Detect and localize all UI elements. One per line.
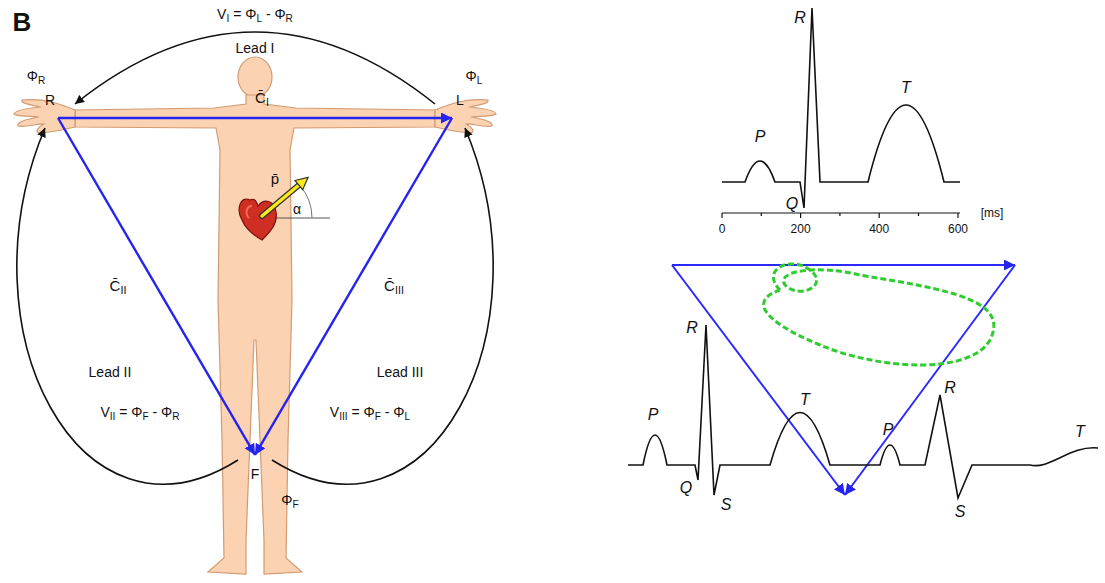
axis-tick-mark: [957, 213, 958, 218]
wave-label: P: [648, 407, 659, 423]
ecg-waveform: [722, 8, 960, 208]
electrode-label: F: [251, 467, 260, 481]
potential-label: ΦL: [466, 69, 483, 83]
wave-label: Q: [786, 196, 798, 212]
angle-arc: [300, 186, 312, 218]
axis-tick-mark: [800, 213, 801, 218]
ecg-waveform: [628, 325, 870, 495]
ecg-trace: [628, 325, 1098, 498]
lead-vector: [255, 118, 452, 455]
ecg-trace: [722, 8, 960, 208]
wave-label: R: [794, 10, 806, 26]
wave-label: P: [883, 422, 894, 438]
lead-arc: [75, 32, 435, 104]
lead-name: Lead III: [377, 365, 424, 379]
axis-tick: 0: [719, 223, 726, 235]
angle-label: α: [293, 202, 301, 216]
vector-label: C̄II: [110, 278, 127, 293]
wave-label: T: [1075, 424, 1085, 440]
lead-name: Lead I: [236, 41, 275, 55]
electrode-label: R: [45, 93, 55, 107]
potential-label: ΦF: [281, 493, 298, 507]
axis-tick-mark: [721, 213, 722, 218]
human-body: [14, 57, 496, 574]
axis-tick-mark: [918, 213, 919, 216]
lead-vector: [58, 117, 452, 119]
lead-arc: [272, 128, 493, 484]
wave-label: R: [686, 320, 698, 336]
axis-tick-mark: [879, 213, 880, 218]
potential-label: ΦR: [27, 69, 45, 83]
body-torso: [75, 95, 435, 574]
wave-label: T: [800, 392, 810, 408]
lead-vector: [672, 264, 1015, 266]
ecg-waveform: [870, 395, 1098, 498]
lead-vector: [58, 118, 255, 455]
lead-arcs: [17, 32, 493, 484]
wave-label: Q: [680, 480, 692, 496]
vector-label: p̄: [271, 171, 279, 186]
lead-name: Lead II: [89, 365, 132, 379]
wave-label: T: [901, 80, 911, 96]
lead-equation: VIII = ΦF - ΦL: [330, 405, 410, 419]
vector-label: C̄I: [255, 90, 269, 105]
lead-vector: [845, 265, 1015, 495]
axis-tick: 200: [791, 223, 811, 235]
axis-line: [722, 212, 960, 213]
panel-letter: B: [13, 9, 32, 35]
axis-tick: 600: [948, 223, 968, 235]
time-axis: [722, 213, 960, 218]
wave-label: R: [944, 380, 956, 396]
wave-label: S: [721, 497, 732, 513]
axis-tick: 400: [869, 223, 889, 235]
axis-tick-mark: [761, 213, 762, 216]
axis-unit: [ms]: [981, 207, 1004, 219]
lead-triangle: [672, 265, 1015, 495]
axis-tick-mark: [839, 213, 840, 216]
body-head: [238, 57, 272, 97]
lead-equation: VII = ΦF - ΦR: [100, 405, 179, 419]
vector-loop: [764, 264, 994, 365]
heart-highlight: [247, 206, 252, 218]
dipole-arrowhead: [295, 177, 308, 189]
electrode-label: L: [456, 93, 464, 107]
vector-label: C̄III: [384, 278, 404, 293]
heart-dipole: [239, 177, 330, 240]
wave-label: S: [955, 504, 966, 520]
lead-arc: [17, 128, 238, 484]
wave-label: P: [755, 129, 766, 145]
einthoven-triangle: [58, 118, 452, 455]
lead-vector: [672, 265, 845, 495]
lead-equation: VI = ΦL - ΦR: [217, 7, 293, 21]
